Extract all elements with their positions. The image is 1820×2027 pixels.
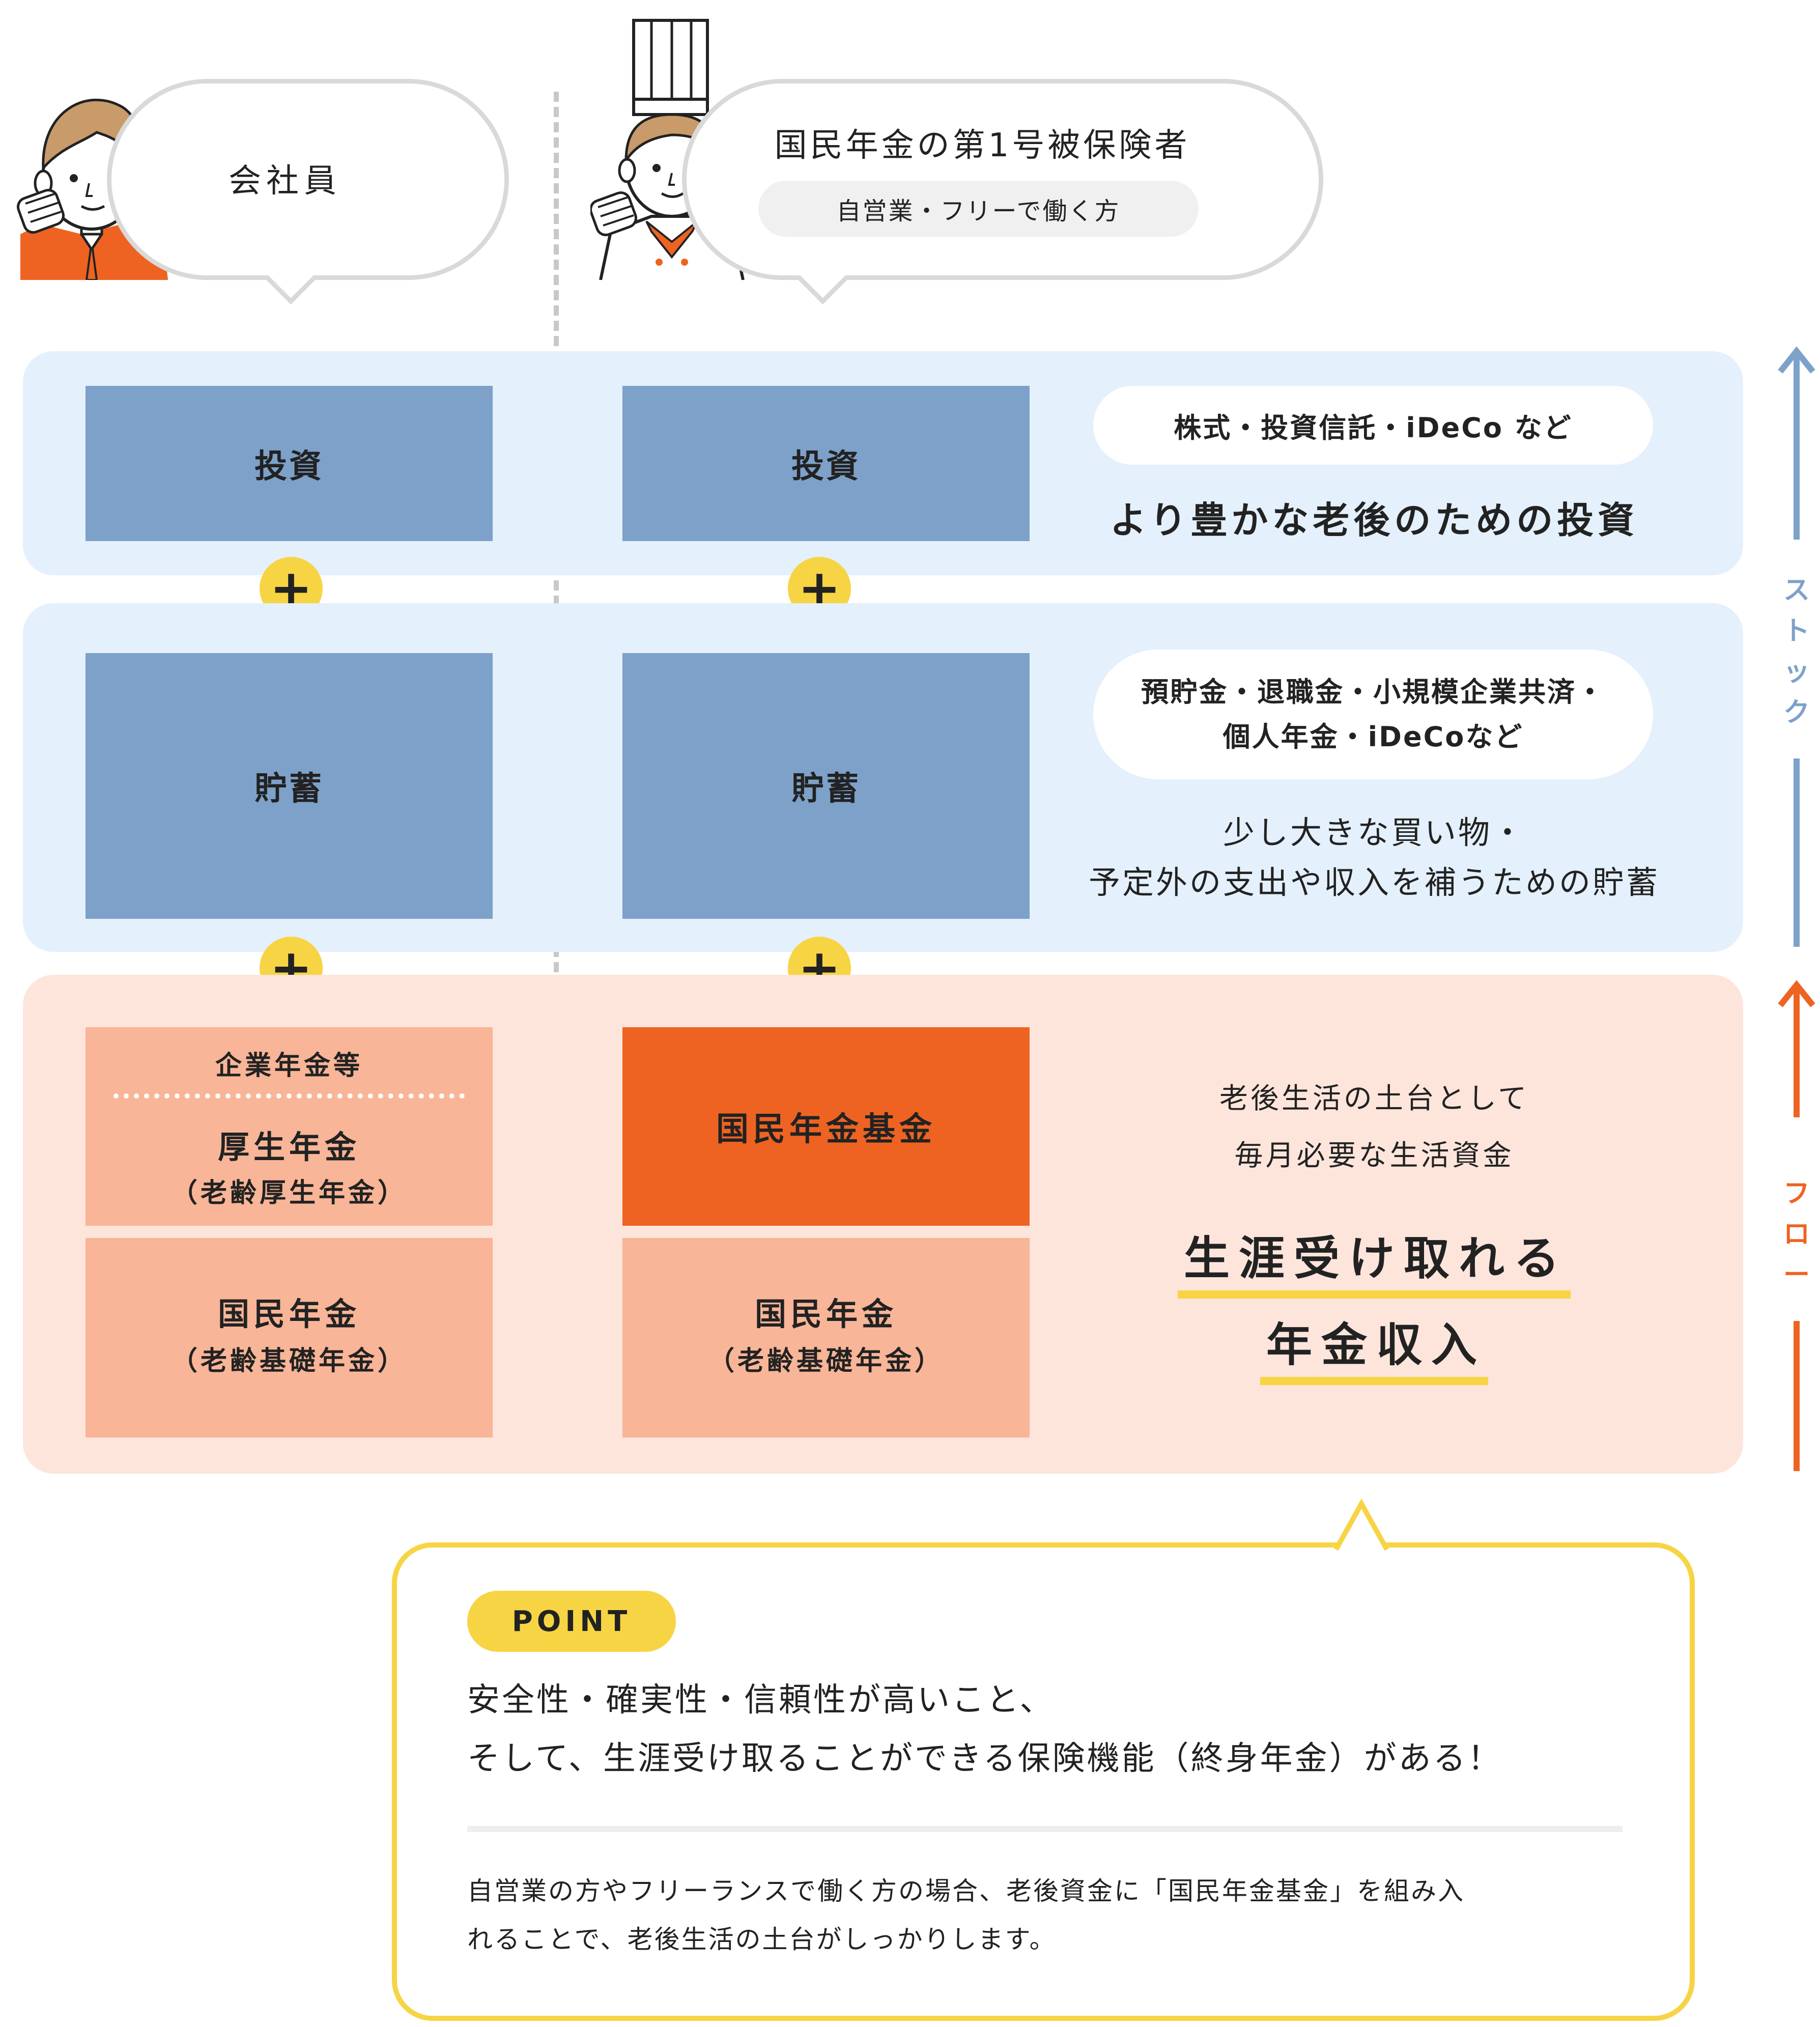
dotted-separator xyxy=(113,1093,465,1099)
highlight-lifetime-text: 生涯受け取れる xyxy=(1178,1221,1571,1299)
highlight-pension-income-text: 年金収入 xyxy=(1260,1308,1488,1385)
corporate-pension-label: 企業年金等 xyxy=(215,1050,363,1081)
savings-examples-line1: 預貯金・退職金・小規模企業共済・ xyxy=(1141,675,1605,708)
point-badge: POINT xyxy=(467,1591,676,1652)
national-pension-sub: （老齢基礎年金） xyxy=(707,1346,944,1376)
point-box-tail xyxy=(1333,1497,1389,1554)
national-pension-label: 国民年金 xyxy=(217,1296,360,1333)
flow-axis-char: フ xyxy=(1783,1178,1810,1209)
savings-examples-pill: 預貯金・退職金・小規模企業共済・ 個人年金・iDeCoなど xyxy=(1093,650,1653,779)
national-pension-fund-box: 国民年金基金 xyxy=(622,1027,1030,1226)
pension-description-line1: 老後生活の土台として xyxy=(1219,1082,1529,1115)
highlight-pension-income: 年金収入 xyxy=(1094,1303,1654,1390)
point-body-line1: 自営業の方やフリーランスで働く方の場合、老後資金に「国民年金基金」を組み入 xyxy=(467,1876,1465,1906)
flow-axis-label: フ ロ ー xyxy=(1776,1166,1817,1303)
right-national-pension-box: 国民年金 （老齢基礎年金） xyxy=(622,1238,1030,1438)
stock-axis-char: ス xyxy=(1783,575,1810,606)
stock-axis-char: ト xyxy=(1783,616,1810,646)
national-pension-sub: （老齢基礎年金） xyxy=(170,1346,407,1376)
investment-description: より豊かな老後のための投資 xyxy=(1110,498,1639,542)
stock-arrow-icon xyxy=(1776,341,1817,952)
savings-examples-line2: 個人年金・iDeCoなど xyxy=(1222,720,1524,753)
office-worker-title: 会社員 xyxy=(229,162,342,200)
stock-axis-label: ス ト ッ ク xyxy=(1776,560,1817,743)
national-pension-label: 国民年金 xyxy=(754,1296,897,1333)
welfare-pension-label: 厚生年金 xyxy=(217,1129,360,1166)
investment-examples-pill: 株式・投資信託・iDeCo など xyxy=(1093,386,1653,465)
right-investment-box: 投資 xyxy=(622,386,1030,541)
highlight-lifetime: 生涯受け取れる xyxy=(1094,1217,1654,1303)
left-savings-box: 貯蓄 xyxy=(86,653,493,919)
point-divider xyxy=(467,1826,1623,1832)
self-employed-title: 国民年金の第1号被保険者 xyxy=(774,127,1190,164)
savings-description-line1: 少し大きな買い物・ xyxy=(1222,814,1525,851)
left-welfare-pension-box: 企業年金等 厚生年金 （老齢厚生年金） xyxy=(86,1027,493,1226)
flow-arrow-icon xyxy=(1776,975,1817,1474)
self-employed-subtitle: 自営業・フリーで働く方 xyxy=(758,181,1199,237)
point-headline-line2: そして、生涯受け取ることができる保険機能（終身年金）がある！ xyxy=(467,1740,1502,1778)
stock-axis-char: ッ xyxy=(1783,657,1810,687)
right-savings-box: 貯蓄 xyxy=(622,653,1030,919)
self-employed-bubble xyxy=(682,79,1323,280)
savings-description: 少し大きな買い物・ 予定外の支出や収入を補うための貯蓄 xyxy=(1069,807,1680,909)
pension-description: 老後生活の土台として 毎月必要な生活資金 xyxy=(1094,1069,1654,1186)
point-headline-line1: 安全性・確実性・信頼性が高いこと、 xyxy=(467,1681,1055,1719)
flow-axis-char: ー xyxy=(1783,1260,1810,1290)
left-investment-box: 投資 xyxy=(86,386,493,541)
office-worker-bubble xyxy=(107,79,509,280)
point-body-line2: れることで、老後生活の土台がしっかりします。 xyxy=(467,1925,1057,1954)
flow-axis-char: ロ xyxy=(1783,1219,1810,1250)
left-national-pension-box: 国民年金 （老齢基礎年金） xyxy=(86,1238,493,1438)
welfare-pension-sub: （老齢厚生年金） xyxy=(170,1177,407,1208)
savings-description-line2: 予定外の支出や収入を補うための貯蓄 xyxy=(1088,864,1660,901)
pension-description-line2: 毎月必要な生活資金 xyxy=(1234,1139,1514,1172)
stock-axis-char: ク xyxy=(1783,697,1810,728)
